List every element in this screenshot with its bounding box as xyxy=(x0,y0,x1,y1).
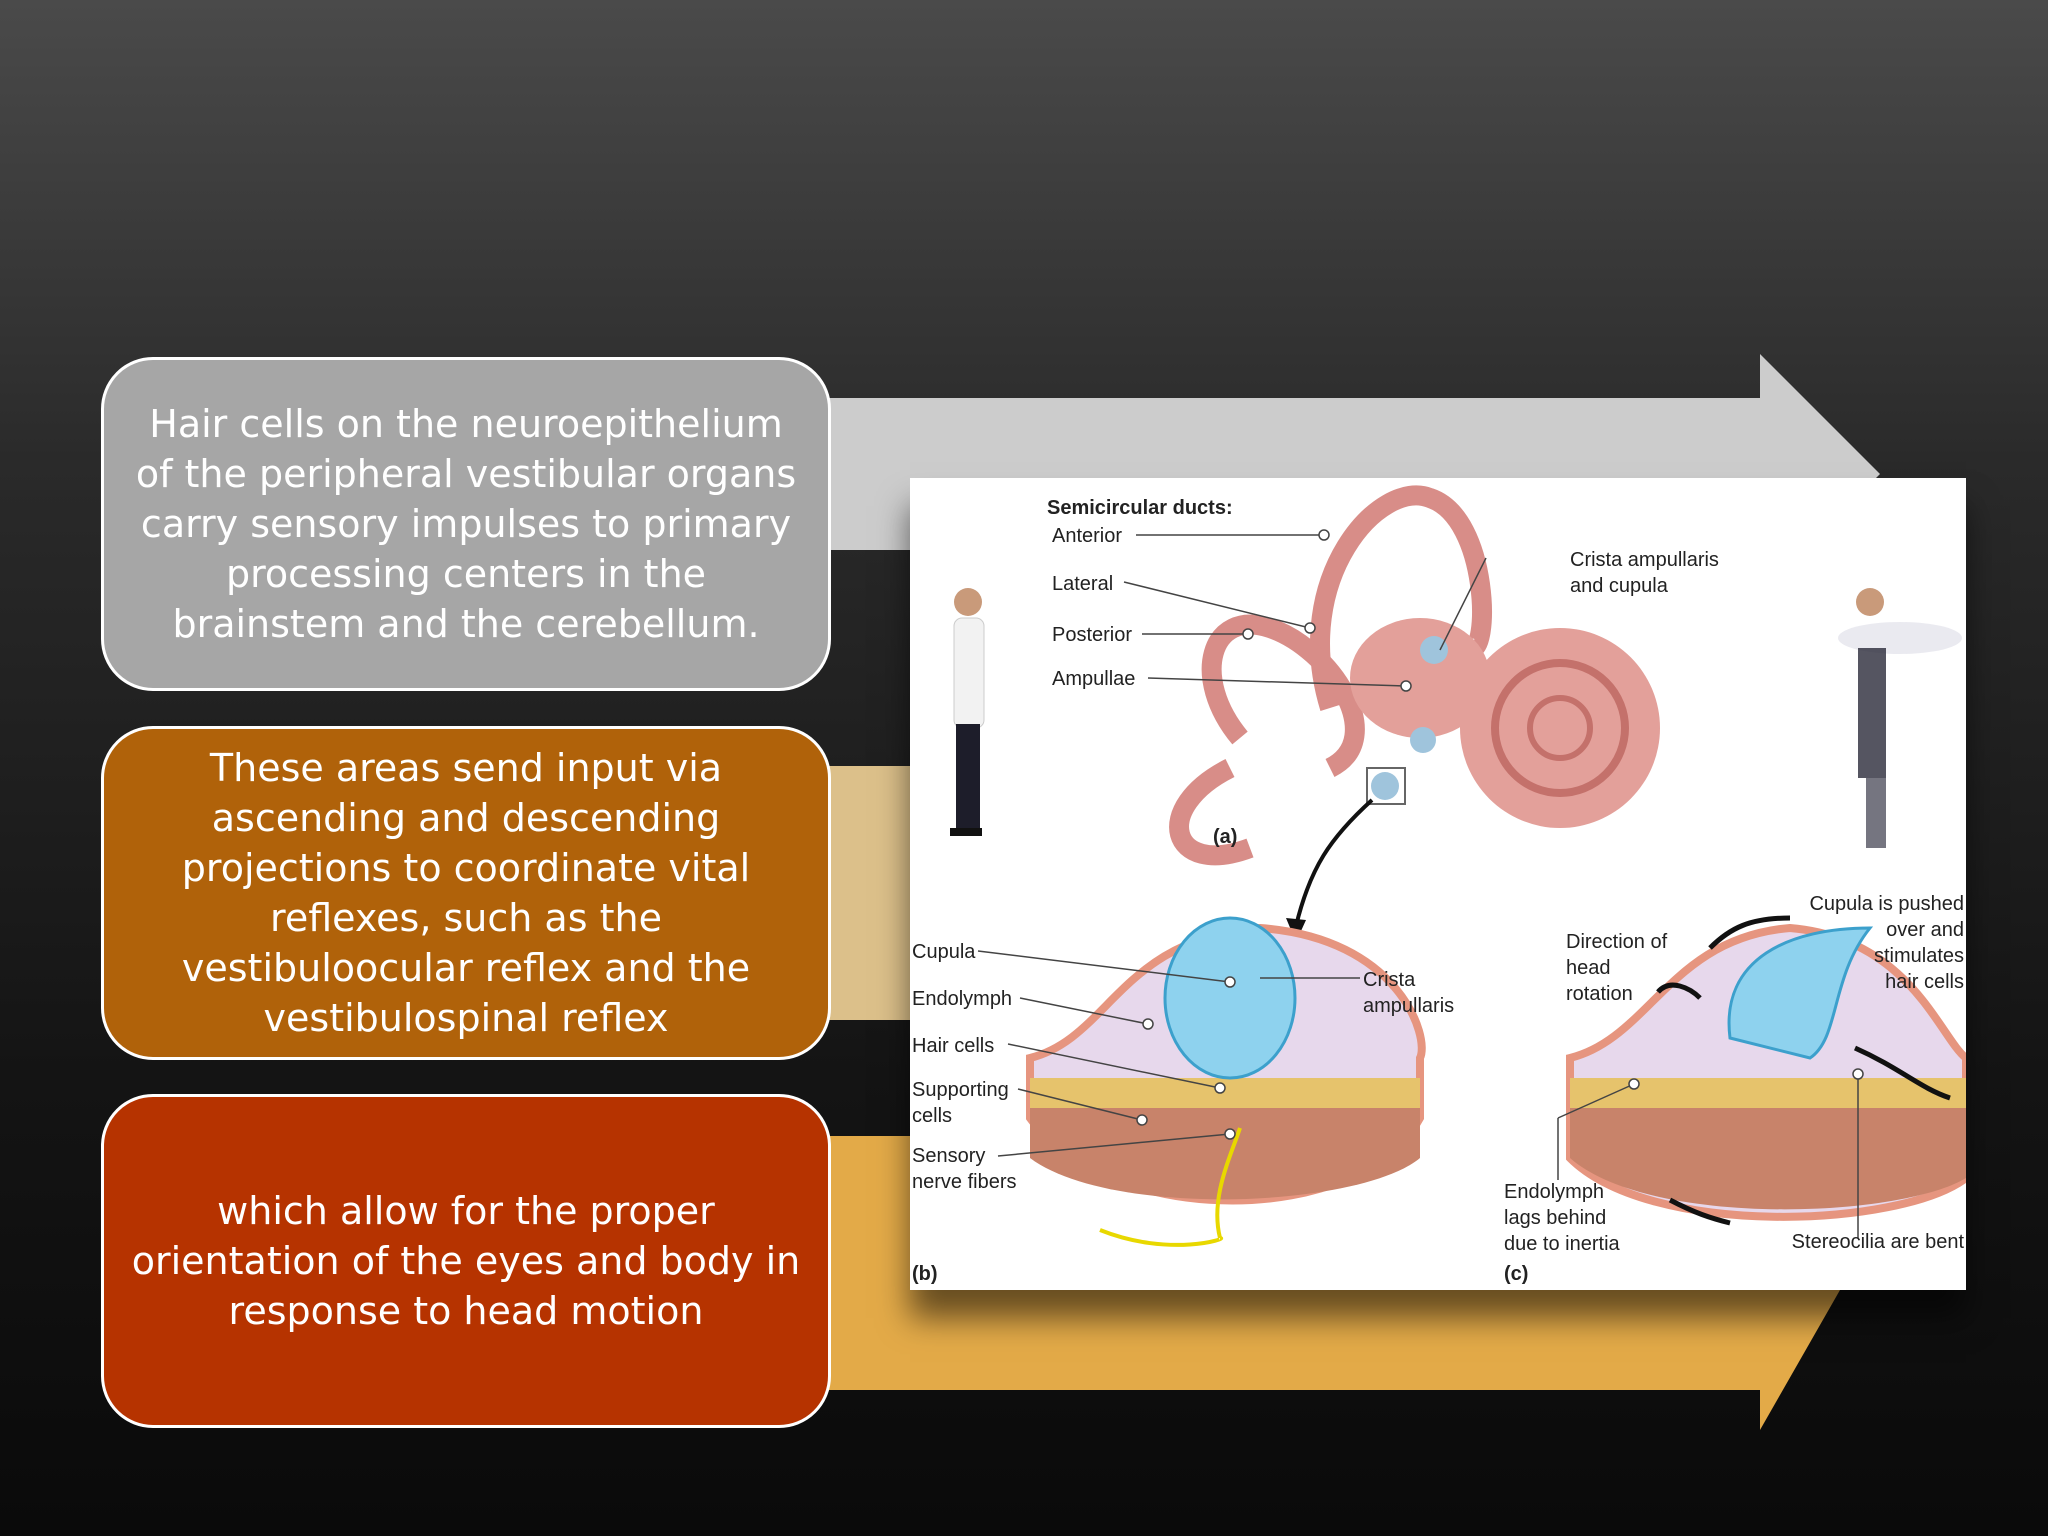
label-direction-of: Direction of xyxy=(1566,931,1668,953)
label-endolymph: Endolymph xyxy=(912,988,1012,1010)
panel-label-a: (a) xyxy=(1213,826,1237,848)
vestibular-figure: Semicircular ducts: Anterior Lateral Pos… xyxy=(910,478,1966,1290)
label-due-to-inertia: due to inertia xyxy=(1504,1233,1621,1255)
text-box-projections: These areas send input via ascending and… xyxy=(101,726,831,1060)
label-supporting: Supporting xyxy=(912,1079,1009,1101)
box-text: These areas send input via ascending and… xyxy=(181,746,751,1040)
panel-label-b: (b) xyxy=(912,1263,938,1285)
cochlea-shape xyxy=(1460,628,1660,828)
label-cells: cells xyxy=(912,1105,952,1127)
label-head: head xyxy=(1566,957,1611,979)
text-box-hair-cells: Hair cells on the neuroepithelium of the… xyxy=(101,357,831,691)
panel-label-c: (c) xyxy=(1504,1263,1528,1285)
label-sensory: Sensory xyxy=(912,1145,985,1167)
rotating-man-illustration xyxy=(1838,588,1962,848)
label-ampullaris: ampullaris xyxy=(1363,995,1454,1017)
label-nerve-fibers: nerve fibers xyxy=(912,1171,1017,1193)
heading-semicircular-ducts: Semicircular ducts: xyxy=(1047,497,1233,519)
vestibular-diagram: Semicircular ducts: Anterior Lateral Pos… xyxy=(912,485,1966,1285)
label-anterior: Anterior xyxy=(1052,525,1122,547)
label-rotation: rotation xyxy=(1566,983,1633,1005)
label-lags-behind: lags behind xyxy=(1504,1207,1606,1229)
label-crista-ampullaris-a: Crista ampullaris xyxy=(1570,549,1719,571)
label-stimulates: stimulates xyxy=(1874,945,1964,967)
label-and-cupula: and cupula xyxy=(1570,575,1669,597)
label-posterior: Posterior xyxy=(1052,624,1132,646)
box-text: which allow for the proper orientation o… xyxy=(131,1189,801,1333)
label-crista: Crista xyxy=(1363,969,1416,991)
text-box-orientation: which allow for the proper orientation o… xyxy=(101,1094,831,1428)
label-endolymph-c: Endolymph xyxy=(1504,1181,1604,1203)
vestibule-shape xyxy=(1350,618,1490,738)
label-stereocilia-bent: Stereocilia are bent xyxy=(1792,1231,1965,1253)
label-lateral: Lateral xyxy=(1052,573,1113,595)
label-hair-cells: Hair cells xyxy=(912,1035,994,1057)
box-text: Hair cells on the neuroepithelium of the… xyxy=(135,402,797,646)
standing-man-illustration xyxy=(950,588,985,836)
zoom-arrow xyxy=(1294,798,1374,927)
label-cupula: Cupula xyxy=(912,941,976,963)
label-ampullae: Ampullae xyxy=(1052,668,1135,690)
label-cupula-is-pushed: Cupula is pushed xyxy=(1809,893,1964,915)
label-hair-cells-c: hair cells xyxy=(1885,971,1964,993)
label-over-and: over and xyxy=(1886,919,1964,941)
crista-cross-section-b xyxy=(1026,916,1426,1247)
